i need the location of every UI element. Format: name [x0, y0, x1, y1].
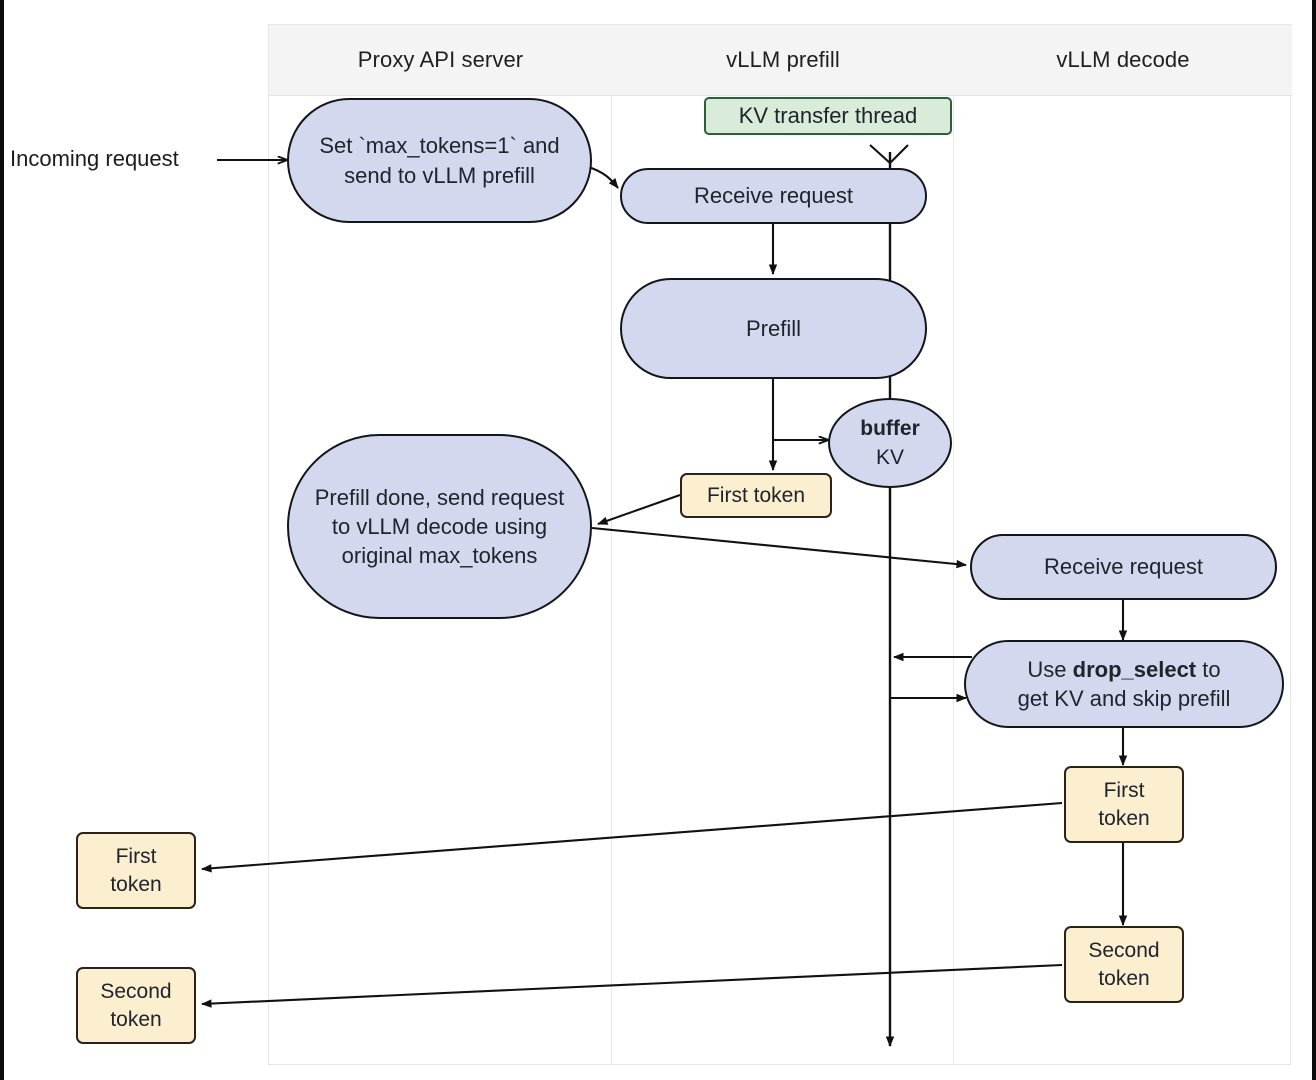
node-prefill-first-token-label: First token	[706, 483, 806, 507]
lane-header-prefill-label: vLLM prefill	[726, 47, 840, 72]
node-prefill-done[interactable]: Prefill done, send request to vLLM decod…	[287, 434, 592, 619]
node-proxy-second-token-line1: Second	[100, 979, 172, 1003]
node-drop-select-prefix: Use	[1027, 656, 1073, 682]
node-buffer-kv-subtitle: KV	[875, 445, 904, 469]
lane-header-proxy: Proxy API server	[269, 25, 612, 96]
node-drop-select-line2: get KV and skip prefill	[1017, 686, 1231, 711]
node-buffer-kv-title: buffer	[860, 416, 920, 440]
node-drop-select-suffix: to	[1196, 656, 1221, 682]
lane-header-proxy-label: Proxy API server	[357, 47, 524, 72]
node-proxy-first-token-line1: First	[115, 844, 157, 868]
swimlane-container: Proxy API server vLLM prefill vLLM decod…	[268, 24, 1292, 1065]
incoming-request-label: Incoming request	[10, 146, 179, 171]
node-proxy-first-token[interactable]: First token	[76, 832, 196, 909]
node-decode-second-token-line2: token	[1098, 966, 1150, 990]
node-decode-second-token-line1: Second	[1088, 938, 1160, 962]
node-decode-first-token-line1: First	[1103, 778, 1145, 802]
node-set-max-tokens[interactable]: Set `max_tokens=1` and send to vLLM pref…	[287, 98, 592, 223]
node-buffer-kv[interactable]: buffer KV	[828, 398, 952, 488]
node-proxy-first-token-line2: token	[110, 872, 162, 896]
node-decode-first-token[interactable]: First token	[1064, 766, 1184, 843]
node-drop-select-text: Use drop_select to get KV and skip prefi…	[1018, 655, 1231, 713]
node-kv-transfer-thread[interactable]: KV transfer thread	[704, 97, 952, 135]
node-decode-first-token-line2: token	[1098, 806, 1150, 830]
node-kv-transfer-thread-label: KV transfer thread	[738, 103, 918, 129]
node-prefill-receive-request[interactable]: Receive request	[620, 168, 927, 224]
node-prefill-first-token[interactable]: First token	[680, 473, 832, 518]
lane-header-decode-label: vLLM decode	[1056, 47, 1190, 72]
node-set-max-tokens-label: Set `max_tokens=1` and send to vLLM pref…	[319, 133, 560, 188]
node-proxy-second-token-line2: token	[110, 1007, 162, 1031]
lane-header-decode: vLLM decode	[954, 25, 1292, 96]
node-decode-second-token[interactable]: Second token	[1064, 926, 1184, 1003]
node-decode-receive-request-label: Receive request	[1044, 554, 1203, 580]
node-drop-select[interactable]: Use drop_select to get KV and skip prefi…	[964, 640, 1284, 728]
lane-header-prefill: vLLM prefill	[612, 25, 954, 96]
node-proxy-second-token[interactable]: Second token	[76, 967, 196, 1044]
node-prefill[interactable]: Prefill	[620, 278, 927, 379]
node-drop-select-bold: drop_select	[1072, 656, 1197, 682]
node-prefill-done-label: Prefill done, send request to vLLM decod…	[314, 484, 565, 569]
node-decode-receive-request[interactable]: Receive request	[970, 534, 1277, 600]
node-prefill-receive-request-label: Receive request	[694, 183, 853, 209]
node-prefill-label: Prefill	[745, 315, 801, 341]
